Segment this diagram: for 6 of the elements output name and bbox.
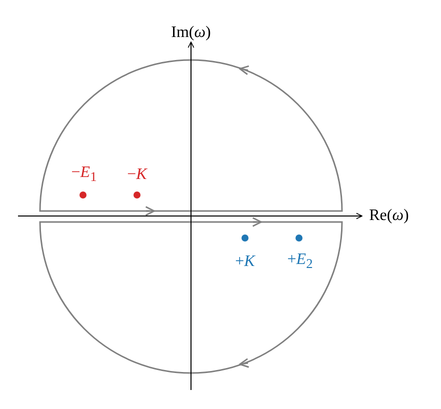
axis-label: Im(ω) [171, 24, 211, 42]
pole-label: +K [235, 253, 255, 271]
pole-label: −K [127, 166, 147, 184]
pole-label: −E$_{1}$ [71, 164, 97, 186]
pole-label: +E$_{2}$ [287, 250, 313, 274]
axis-label: Re(ω) [369, 207, 409, 225]
